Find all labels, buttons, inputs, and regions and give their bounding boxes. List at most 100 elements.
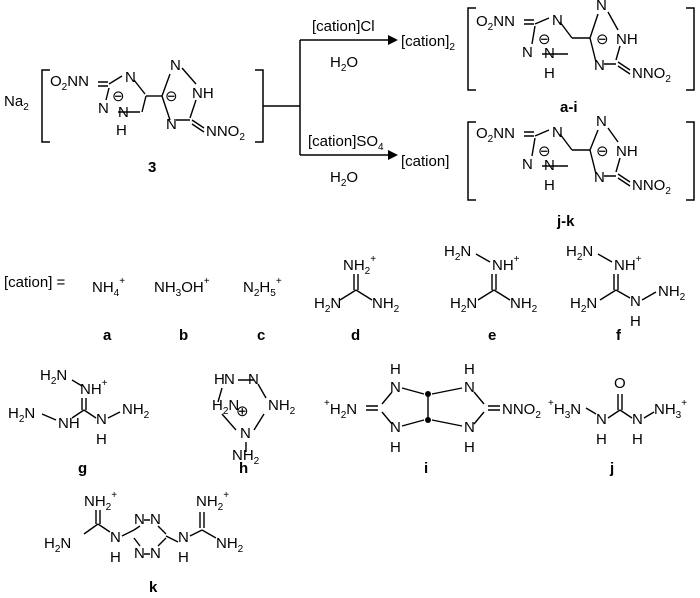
product-cation: [cation]2 xyxy=(401,33,455,53)
svg-text:NH3+: NH3+ xyxy=(654,398,687,421)
negative-charge: ⊖ xyxy=(112,88,125,105)
svg-text:NH+: NH+ xyxy=(614,254,642,274)
cation-j-structure: +H3N N H O N H NH3+ xyxy=(548,375,687,448)
ring-nitrogen: N xyxy=(522,156,533,173)
reagent-top: [cation]Cl xyxy=(312,18,375,35)
cation-label-f: f xyxy=(616,327,622,344)
svg-text:NH2: NH2 xyxy=(216,535,244,555)
svg-text:N: N xyxy=(390,379,401,396)
ring-hydrogen: H xyxy=(544,65,555,82)
cation-e-structure: H2N NH+ H2N NH2 xyxy=(444,243,538,315)
svg-text:NH2: NH2 xyxy=(658,283,686,303)
starting-material-3: Na2 O2NN N N N ⊖ H N NH ⊖ N NNO2 3 xyxy=(4,57,264,176)
svg-text:H2N: H2N xyxy=(570,295,597,315)
ring-nitrogen: N xyxy=(170,57,181,74)
double-bond xyxy=(524,131,534,137)
product-a-i: [cation]2 O2NN N ⊖ N N H N NH ⊖ N NNO2 a… xyxy=(401,0,695,116)
negative-charge: ⊖ xyxy=(596,143,609,160)
cation-label-e: e xyxy=(488,327,496,344)
nitroimino-group-left: O2NN xyxy=(476,13,515,33)
svg-text:N: N xyxy=(178,529,189,546)
svg-text:H2N: H2N xyxy=(314,295,341,315)
svg-text:H2N: H2N xyxy=(212,397,239,417)
solvent-bottom: H2O xyxy=(330,169,358,189)
svg-text:NNO2: NNO2 xyxy=(502,401,541,421)
cation-g-structure: H2N NH+ H2N NH N H NH2 xyxy=(8,367,150,448)
cation-label-c: c xyxy=(257,327,265,344)
arrow-branches xyxy=(263,39,388,156)
svg-text:N: N xyxy=(390,419,401,436)
ring-nitrogen: N xyxy=(166,116,177,133)
ring-nh: NH xyxy=(616,143,638,160)
svg-text:N: N xyxy=(630,293,641,310)
ring-nitrogen: N xyxy=(522,44,533,61)
cation-label-b: b xyxy=(179,327,188,344)
svg-text:NH2+: NH2+ xyxy=(343,254,376,277)
svg-text:H2N: H2N xyxy=(444,243,471,263)
svg-text:H: H xyxy=(110,549,121,566)
right-bracket xyxy=(255,69,264,143)
cation-label-d: d xyxy=(351,327,360,344)
cation-i-structure: H H N N N N H H +H2N NNO2 xyxy=(324,361,541,456)
svg-text:N: N xyxy=(224,371,235,388)
negative-charge: ⊖ xyxy=(165,88,178,105)
svg-text:NH2: NH2 xyxy=(372,295,400,315)
nitroimino-group-right: NNO2 xyxy=(632,65,671,85)
svg-text:NH2+: NH2+ xyxy=(196,490,229,513)
svg-text:NH+: NH+ xyxy=(492,254,520,274)
svg-text:H: H xyxy=(96,431,107,448)
svg-text:H: H xyxy=(596,431,607,448)
negative-charge: ⊖ xyxy=(538,31,551,48)
ring-bonds-right xyxy=(589,11,621,65)
ring-nh: NH xyxy=(192,85,214,102)
svg-text:N: N xyxy=(96,411,107,428)
svg-text:NH2+: NH2+ xyxy=(84,490,117,513)
svg-text:⊕: ⊕ xyxy=(236,403,249,420)
solvent-top: H2O xyxy=(330,54,358,74)
ring-nitrogen: N xyxy=(552,12,563,29)
ring-hydrogen: H xyxy=(544,177,555,194)
right-bracket xyxy=(686,121,695,201)
left-bracket xyxy=(41,69,50,143)
cation-legend-heading: [cation] = xyxy=(4,274,66,291)
cation-c-formula: N2H5+ xyxy=(243,276,282,299)
reagent-bottom: [cation]SO4 xyxy=(308,133,384,153)
compound-label-3: 3 xyxy=(148,159,156,176)
ring-nitrogen: N xyxy=(125,69,136,86)
ring-nitrogen: N xyxy=(594,57,605,74)
ring-nitrogen: N xyxy=(596,0,607,14)
svg-text:N: N xyxy=(134,511,145,528)
ring-nitrogen: N xyxy=(596,113,607,130)
ring-nitrogen: N xyxy=(98,100,109,117)
svg-text:H: H xyxy=(464,439,475,456)
ring-bonds-left xyxy=(105,75,147,113)
ring-bonds-right xyxy=(161,67,197,121)
svg-text:H2N: H2N xyxy=(8,405,35,425)
svg-text:NH2: NH2 xyxy=(510,295,538,315)
nitroimino-group-right: NNO2 xyxy=(632,177,671,197)
cation-label-i: i xyxy=(424,460,428,477)
cation-b-formula: NH3OH+ xyxy=(154,276,210,299)
svg-text:H: H xyxy=(214,371,225,388)
svg-text:N: N xyxy=(596,411,607,428)
nitroimino-group-left: O2NN xyxy=(476,125,515,145)
svg-text:O: O xyxy=(614,375,626,392)
ring-bonds-left xyxy=(531,17,590,55)
double-bond xyxy=(191,119,205,133)
negative-charge: ⊖ xyxy=(596,31,609,48)
svg-text:N: N xyxy=(110,529,121,546)
cation-label-g: g xyxy=(78,460,87,477)
cation-label-a: a xyxy=(103,327,112,344)
ring-nitrogen: N xyxy=(118,104,129,121)
svg-text:N: N xyxy=(150,545,161,562)
svg-text:NH+: NH+ xyxy=(80,378,108,398)
cation-d-structure: NH2+ H2N NH2 xyxy=(314,254,400,315)
compound-label-a-i: a-i xyxy=(560,99,578,116)
nitroimino-group-left: O2NN xyxy=(50,73,89,93)
double-bond xyxy=(617,61,631,75)
arrowhead-top xyxy=(388,35,398,45)
svg-text:H2N: H2N xyxy=(44,535,71,555)
svg-text:H2N: H2N xyxy=(450,295,477,315)
svg-text:NH2: NH2 xyxy=(268,397,296,417)
product-cation: [cation] xyxy=(401,153,449,170)
